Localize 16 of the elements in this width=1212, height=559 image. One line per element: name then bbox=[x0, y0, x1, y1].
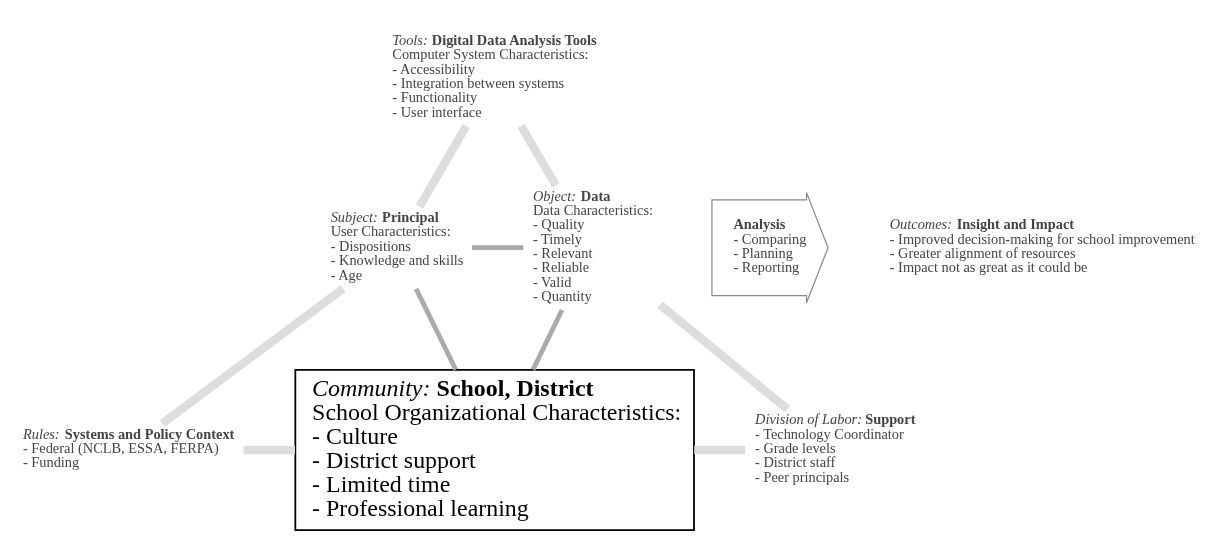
connector bbox=[471, 244, 524, 250]
connector bbox=[416, 123, 470, 209]
node-text: Division of Labor: Support - Technology Coordinator - Grade levels - District staff - Peer principals bbox=[755, 410, 916, 485]
node-box: Community: School, District School Organizational Characteristics: - Culture - District support - Limited time - Professional learning bbox=[294, 368, 695, 531]
connector bbox=[517, 123, 560, 187]
connector bbox=[159, 284, 346, 427]
connector bbox=[657, 301, 790, 412]
connector bbox=[413, 287, 458, 371]
node-text: Tools: Digital Data Analysis Tools Computer System Characteristics: - Accessibility - Integration between systems - Functionality - User interface bbox=[392, 31, 597, 120]
node-text: Rules: Systems and Policy Context - Federal (NCLB, ESSA, FERPA) - Funding bbox=[22, 425, 235, 470]
node-text: Object: Data Data Characteristics: - Quality - Timely - Relevant - Reliable - Valid - Quantity bbox=[532, 187, 653, 304]
connector bbox=[530, 308, 565, 371]
connector bbox=[243, 445, 295, 454]
node-text: Subject: Principal User Characteristics: - Dispositions - Knowledge and skills - Age bbox=[330, 208, 464, 283]
node-text: Outcomes: Insight and Impact - Improved decision-making for school improvement - Greater alignment of resources - Impact not as great as it could be bbox=[889, 215, 1195, 275]
connector bbox=[694, 445, 746, 454]
